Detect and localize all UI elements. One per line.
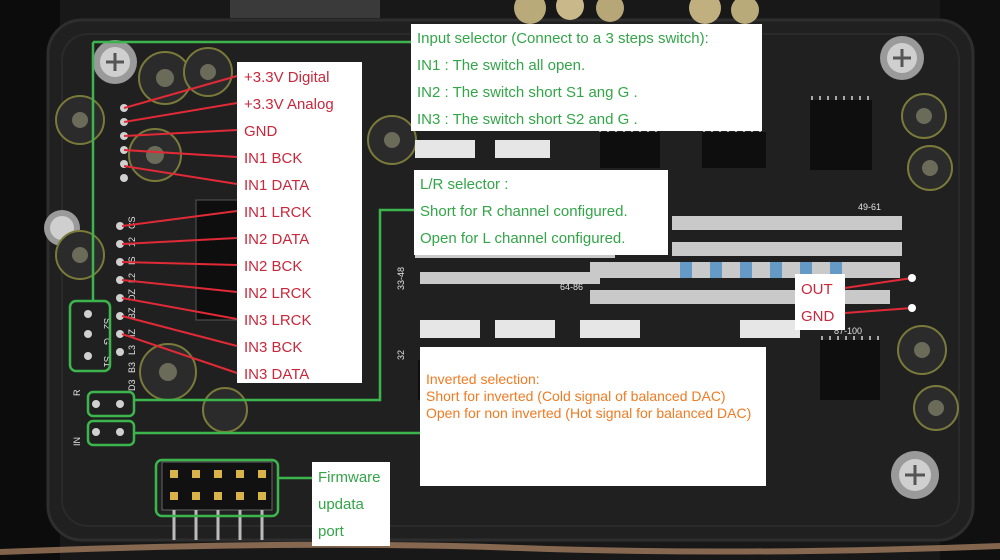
output-label-box: OUT GND [795, 274, 845, 330]
silk-pin-code: 12 [127, 237, 137, 247]
pin-label-in1-lrck: IN1 LRCK [244, 204, 312, 221]
silk-pin-code: BZ [127, 307, 137, 319]
firmware-port-box: Firmware updata port [312, 462, 390, 546]
silk-pin-code: IZ [127, 328, 137, 337]
pin-label-in3-lrck: IN3 LRCK [244, 312, 312, 329]
silk-selector-pin: G [102, 338, 112, 345]
pin-label-3v3-analog: +3.3V Analog [244, 96, 334, 113]
lr-selector-open: Open for L channel configured. [420, 230, 626, 247]
output-label-gnd: GND [801, 308, 835, 325]
silk-pin-code: B3 [127, 362, 137, 373]
silkscreen-labels: CS 12 IS L2 DZ BZ IZ L3 B3 D3 S2 G S1 49… [72, 202, 881, 446]
pin-label-in3-bck: IN3 BCK [244, 339, 303, 356]
silk-code: 33-48 [396, 267, 406, 290]
silk-pin-code: L2 [127, 273, 137, 283]
firmware-label-line: Firmware [318, 469, 381, 486]
silk-selector-pin: S2 [102, 318, 112, 329]
silk-code: 64-86 [560, 282, 583, 292]
pin-label-in1-data: IN1 DATA [244, 177, 310, 194]
inverted-selection-short: Short for inverted (Cold signal of balan… [426, 388, 726, 404]
pin-label-3v3-digital: +3.3V Digital [244, 69, 330, 86]
pin-label-gnd: GND [244, 123, 278, 140]
silk-code: 49-61 [858, 202, 881, 212]
lr-selector-title: L/R selector : [420, 176, 509, 193]
pin-label-in3-data: IN3 DATA [244, 366, 310, 383]
silk-code: 32 [396, 350, 406, 360]
pin-label-box: +3.3V Digital +3.3V Analog GND IN1 BCK I… [237, 62, 362, 383]
pin-label-in2-data: IN2 DATA [244, 231, 310, 248]
input-selector-in2: IN2 : The switch short S1 ang G . [417, 84, 638, 101]
input-selector-title: Input selector (Connect to a 3 steps swi… [417, 30, 709, 47]
screw-top-left [93, 40, 137, 84]
input-selector-in1: IN1 : The switch all open. [417, 57, 586, 74]
silk-code: IN [72, 437, 82, 446]
pin-label-in2-bck: IN2 BCK [244, 258, 303, 275]
input-selector-box: Input selector (Connect to a 3 steps swi… [411, 24, 762, 131]
silk-code: R [72, 389, 82, 396]
screw-bottom-right [891, 451, 939, 499]
output-label-out: OUT [801, 281, 833, 298]
red-annotation-lines [121, 75, 913, 374]
green-annotation-lines [68, 40, 420, 518]
silk-pin-code: L3 [127, 345, 137, 355]
inverted-selection-box: Inverted selection: Short for inverted (… [420, 347, 766, 486]
firmware-label-line: updata [318, 496, 364, 513]
lr-selector-box: L/R selector : Short for R channel confi… [414, 170, 668, 255]
silk-pin-code: CS [127, 216, 137, 229]
inverted-selection-open: Open for non inverted (Hot signal for ba… [426, 405, 752, 421]
lr-selector-short: Short for R channel configured. [420, 203, 628, 220]
silk-selector-pin: S1 [102, 356, 112, 367]
silk-code: 87-100 [834, 326, 862, 336]
screw-top-right [880, 36, 924, 80]
silk-pin-code: IS [127, 256, 137, 265]
silk-pin-code: DZ [127, 289, 137, 301]
input-selector-in3: IN3 : The switch short S2 and G . [417, 111, 638, 128]
pin-label-in2-lrck: IN2 LRCK [244, 285, 312, 302]
pin-label-in1-bck: IN1 BCK [244, 150, 303, 167]
firmware-label-line: port [318, 523, 344, 540]
inverted-selection-title: Inverted selection: [426, 371, 540, 387]
silk-pin-code: D3 [127, 379, 137, 391]
